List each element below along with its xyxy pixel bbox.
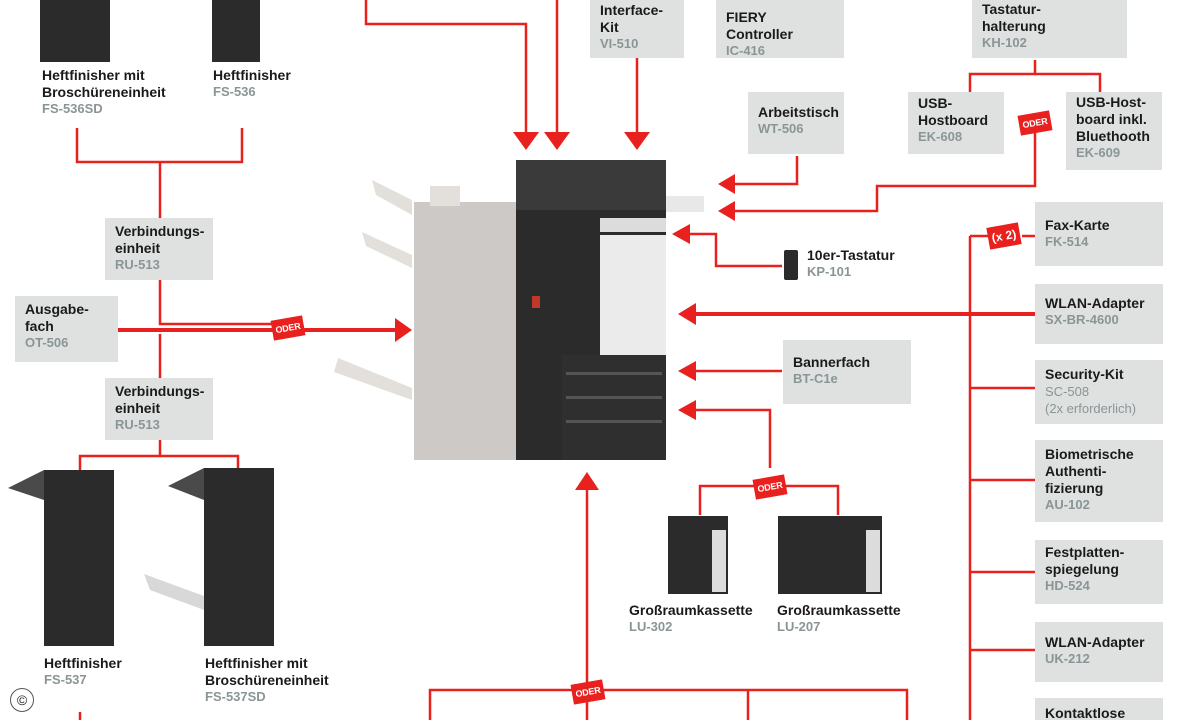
- relay-unit-lower-code: RU-513: [115, 417, 160, 432]
- finisher-fs537sd-code: FS-537SD: [205, 689, 266, 704]
- output-tray-code: OT-506: [25, 335, 69, 350]
- cassette-lu207-name: Großraumkassette: [777, 602, 901, 618]
- wlan-adapter-sx-code: SX-BR-4600: [1045, 312, 1119, 327]
- cassette-lu302-code: LU-302: [629, 619, 673, 634]
- biometric-authentication-code: AU-102: [1045, 497, 1090, 512]
- cassette-lu207-label: Großraumkassette LU-207: [777, 602, 917, 635]
- security-kit-code: SC-508: [1045, 384, 1090, 399]
- wlan-adapter-uk: WLAN-Adapter UK-212: [1035, 622, 1163, 682]
- security-kit-note: (2x erforderlich): [1045, 401, 1137, 416]
- hdd-mirroring-name: Festplatten- spiegelung: [1045, 544, 1125, 577]
- fax-card: Fax-Karte FK-514: [1035, 202, 1163, 266]
- cassette-lu207-code: LU-207: [777, 619, 821, 634]
- keypad-illustration: [784, 250, 798, 280]
- finisher-fs536sd-illustration: [40, 0, 110, 62]
- finisher-fs536-illustration: [212, 0, 260, 62]
- interface-kit-code: VI-510: [600, 36, 639, 51]
- biometric-authentication-name: Biometrische Authenti- fizierung: [1045, 446, 1134, 496]
- worktable: Arbeitstisch WT-506: [748, 92, 844, 154]
- keypad-code: KP-101: [807, 264, 852, 279]
- usb-hostboard-bluetooth-name: USB-Host- board inkl. Bluethooth: [1076, 94, 1150, 144]
- fiery-controller-name: FIERY Controller: [726, 9, 793, 42]
- arrowheads: [395, 132, 735, 490]
- finisher-fs536-code: FS-536: [213, 84, 256, 99]
- keypad-label: 10er-Tastatur KP-101: [807, 247, 927, 280]
- hdd-mirroring-code: HD-524: [1045, 578, 1090, 593]
- finisher-fs536-name: Heftfinisher: [213, 67, 291, 83]
- relay-unit-lower: Verbindungs- einheit RU-513: [105, 378, 213, 440]
- wlan-adapter-sx: WLAN-Adapter SX-BR-4600: [1035, 284, 1163, 344]
- keyboard-holder: Tastatur- halterung KH-102: [972, 0, 1127, 58]
- usb-hostboard-name: USB- Hostboard: [918, 95, 988, 128]
- security-kit: Security-Kit SC-508 (2x erforderlich): [1035, 360, 1163, 424]
- fiery-controller-code: IC-416: [726, 43, 766, 58]
- interface-kit-name: Interface- Kit: [600, 2, 664, 35]
- wlan-adapter-sx-name: WLAN-Adapter: [1045, 295, 1145, 311]
- finisher-fs536sd-name: Heftfinisher mit Broschüreneinheit: [42, 67, 166, 100]
- usb-hostboard-code: EK-608: [918, 129, 963, 144]
- cassette-lu302-name: Großraumkassette: [629, 602, 753, 618]
- lu302-illustration: [668, 516, 728, 594]
- finisher-fs537-code: FS-537: [44, 672, 87, 687]
- finisher-fs537sd-name: Heftfinisher mit Broschüreneinheit: [205, 655, 329, 688]
- banner-tray-code: BT-C1e: [793, 371, 838, 386]
- lu207-illustration: [778, 516, 882, 594]
- wire-thick: [118, 312, 1035, 332]
- wlan-adapter-uk-name: WLAN-Adapter: [1045, 634, 1145, 650]
- relay-unit-upper-name: Verbindungs- einheit: [115, 223, 205, 256]
- output-tray-name: Ausgabe- fach: [25, 301, 89, 334]
- finisher-fs536sd-label: Heftfinisher mit Broschüreneinheit FS-53…: [42, 67, 202, 117]
- banner-tray-name: Bannerfach: [793, 354, 871, 370]
- finisher-fs536sd-code: FS-536SD: [42, 101, 103, 116]
- fax-card-code: FK-514: [1045, 234, 1089, 249]
- keyboard-holder-code: KH-102: [982, 35, 1027, 50]
- interface-kit: Interface- Kit VI-510: [590, 0, 684, 58]
- keypad-name: 10er-Tastatur: [807, 247, 895, 263]
- contactless-card-name: Kontaktlose: [1045, 705, 1126, 721]
- copyright-icon: ©: [10, 688, 34, 712]
- finisher-fs537-name: Heftfinisher: [44, 655, 122, 671]
- banner-tray: Bannerfach BT-C1e: [783, 340, 911, 404]
- relay-unit-upper-code: RU-513: [115, 257, 160, 272]
- worktable-code: WT-506: [758, 121, 804, 136]
- output-tray: Ausgabe- fach OT-506: [15, 296, 118, 362]
- fiery-controller: FIERY Controller IC-416: [716, 0, 844, 58]
- worktable-name: Arbeitstisch: [758, 104, 839, 120]
- contactless-card: Kontaktlose: [1035, 698, 1163, 721]
- relay-unit-upper: Verbindungs- einheit RU-513: [105, 218, 213, 280]
- main-printer-illustration: [334, 160, 704, 460]
- wlan-adapter-uk-code: UK-212: [1045, 651, 1090, 666]
- finisher-fs537-label: Heftfinisher FS-537: [44, 655, 154, 688]
- usb-hostboard-bluetooth-code: EK-609: [1076, 145, 1121, 160]
- usb-hostboard: USB- Hostboard EK-608: [908, 92, 1004, 154]
- finisher-fs537-illustration: [8, 470, 114, 646]
- finisher-fs537sd-label: Heftfinisher mit Broschüreneinheit FS-53…: [205, 655, 365, 705]
- cassette-lu302-label: Großraumkassette LU-302: [629, 602, 769, 635]
- relay-unit-lower-name: Verbindungs- einheit: [115, 383, 205, 416]
- hdd-mirroring: Festplatten- spiegelung HD-524: [1035, 540, 1163, 604]
- wire-lines: [75, 0, 1102, 720]
- biometric-authentication: Biometrische Authenti- fizierung AU-102: [1035, 440, 1163, 522]
- fax-card-name: Fax-Karte: [1045, 217, 1110, 233]
- usb-hostboard-bluetooth: USB-Host- board inkl. Bluethooth EK-609: [1066, 92, 1162, 170]
- finisher-fs537sd-illustration: [144, 468, 274, 646]
- keyboard-holder-name: Tastatur- halterung: [982, 1, 1046, 34]
- finisher-fs536-label: Heftfinisher FS-536: [213, 67, 323, 100]
- security-kit-name: Security-Kit: [1045, 366, 1124, 382]
